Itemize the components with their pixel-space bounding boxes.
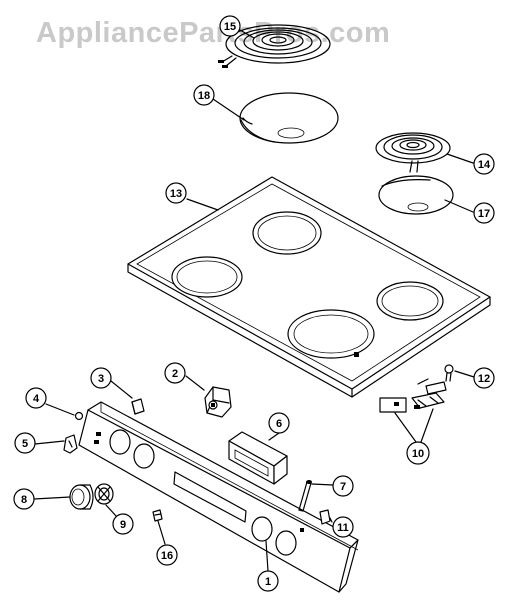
callout-3-label: 3 <box>98 373 104 385</box>
knob-clip[interactable] <box>63 434 78 454</box>
receptacle-assembly[interactable] <box>379 378 447 413</box>
end-cap[interactable] <box>319 509 331 525</box>
callout-17-label: 17 <box>478 208 490 220</box>
callout-8: 8 <box>13 488 35 510</box>
surface-element-small[interactable] <box>375 132 451 173</box>
callout-7-label: 7 <box>340 481 346 493</box>
infinite-switch[interactable] <box>204 386 232 418</box>
callout-17: 17 <box>473 202 495 224</box>
leader-lines <box>33 29 475 572</box>
drip-bowl-small[interactable] <box>378 175 454 215</box>
callout-12-label: 12 <box>478 373 490 385</box>
callout-13: 13 <box>165 182 187 204</box>
callout-6: 6 <box>268 412 290 434</box>
callout-14: 14 <box>473 153 495 175</box>
screw-small[interactable] <box>74 411 84 421</box>
control-panel[interactable] <box>78 401 359 593</box>
callout-18-label: 18 <box>198 90 210 102</box>
callout-10-label: 10 <box>412 448 424 460</box>
callout-15-label: 15 <box>224 21 236 33</box>
callout-13-label: 13 <box>170 188 182 200</box>
callout-10: 10 <box>406 441 430 465</box>
callout-14-label: 14 <box>478 159 491 171</box>
callout-4-label: 4 <box>33 393 40 405</box>
watermark-text: AppliancePartsPros.com <box>36 17 390 49</box>
switch-bracket[interactable] <box>131 398 145 415</box>
callout-5: 5 <box>14 432 36 454</box>
callout-12: 12 <box>473 367 495 389</box>
callout-4: 4 <box>25 387 47 409</box>
callout-7: 7 <box>332 475 354 497</box>
callout-15: 15 <box>219 15 241 37</box>
callout-1-label: 1 <box>265 576 271 588</box>
callout-9-label: 9 <box>120 519 126 531</box>
knob-stem[interactable] <box>152 509 163 522</box>
callout-11-label: 11 <box>337 522 349 534</box>
callout-16: 16 <box>156 544 178 566</box>
callout-2-label: 2 <box>172 368 178 380</box>
callout-8-label: 8 <box>21 494 27 506</box>
callout-16-label: 16 <box>161 550 173 562</box>
push-rod[interactable] <box>298 480 312 512</box>
drip-bowl-large[interactable] <box>239 92 339 144</box>
surface-element-large[interactable] <box>218 24 331 68</box>
callout-18: 18 <box>193 84 215 106</box>
control-knob[interactable] <box>69 484 94 510</box>
callout-9: 9 <box>112 513 134 535</box>
callout-6-label: 6 <box>276 418 282 430</box>
callout-11: 11 <box>332 516 354 538</box>
callout-2: 2 <box>164 362 186 384</box>
clock-timer[interactable] <box>228 431 288 485</box>
callout-3: 3 <box>90 367 112 389</box>
callout-1: 1 <box>257 570 279 592</box>
cooktop[interactable] <box>127 176 491 398</box>
callout-5-label: 5 <box>22 438 28 450</box>
screw[interactable] <box>444 364 454 382</box>
knob-insert[interactable] <box>94 483 114 505</box>
